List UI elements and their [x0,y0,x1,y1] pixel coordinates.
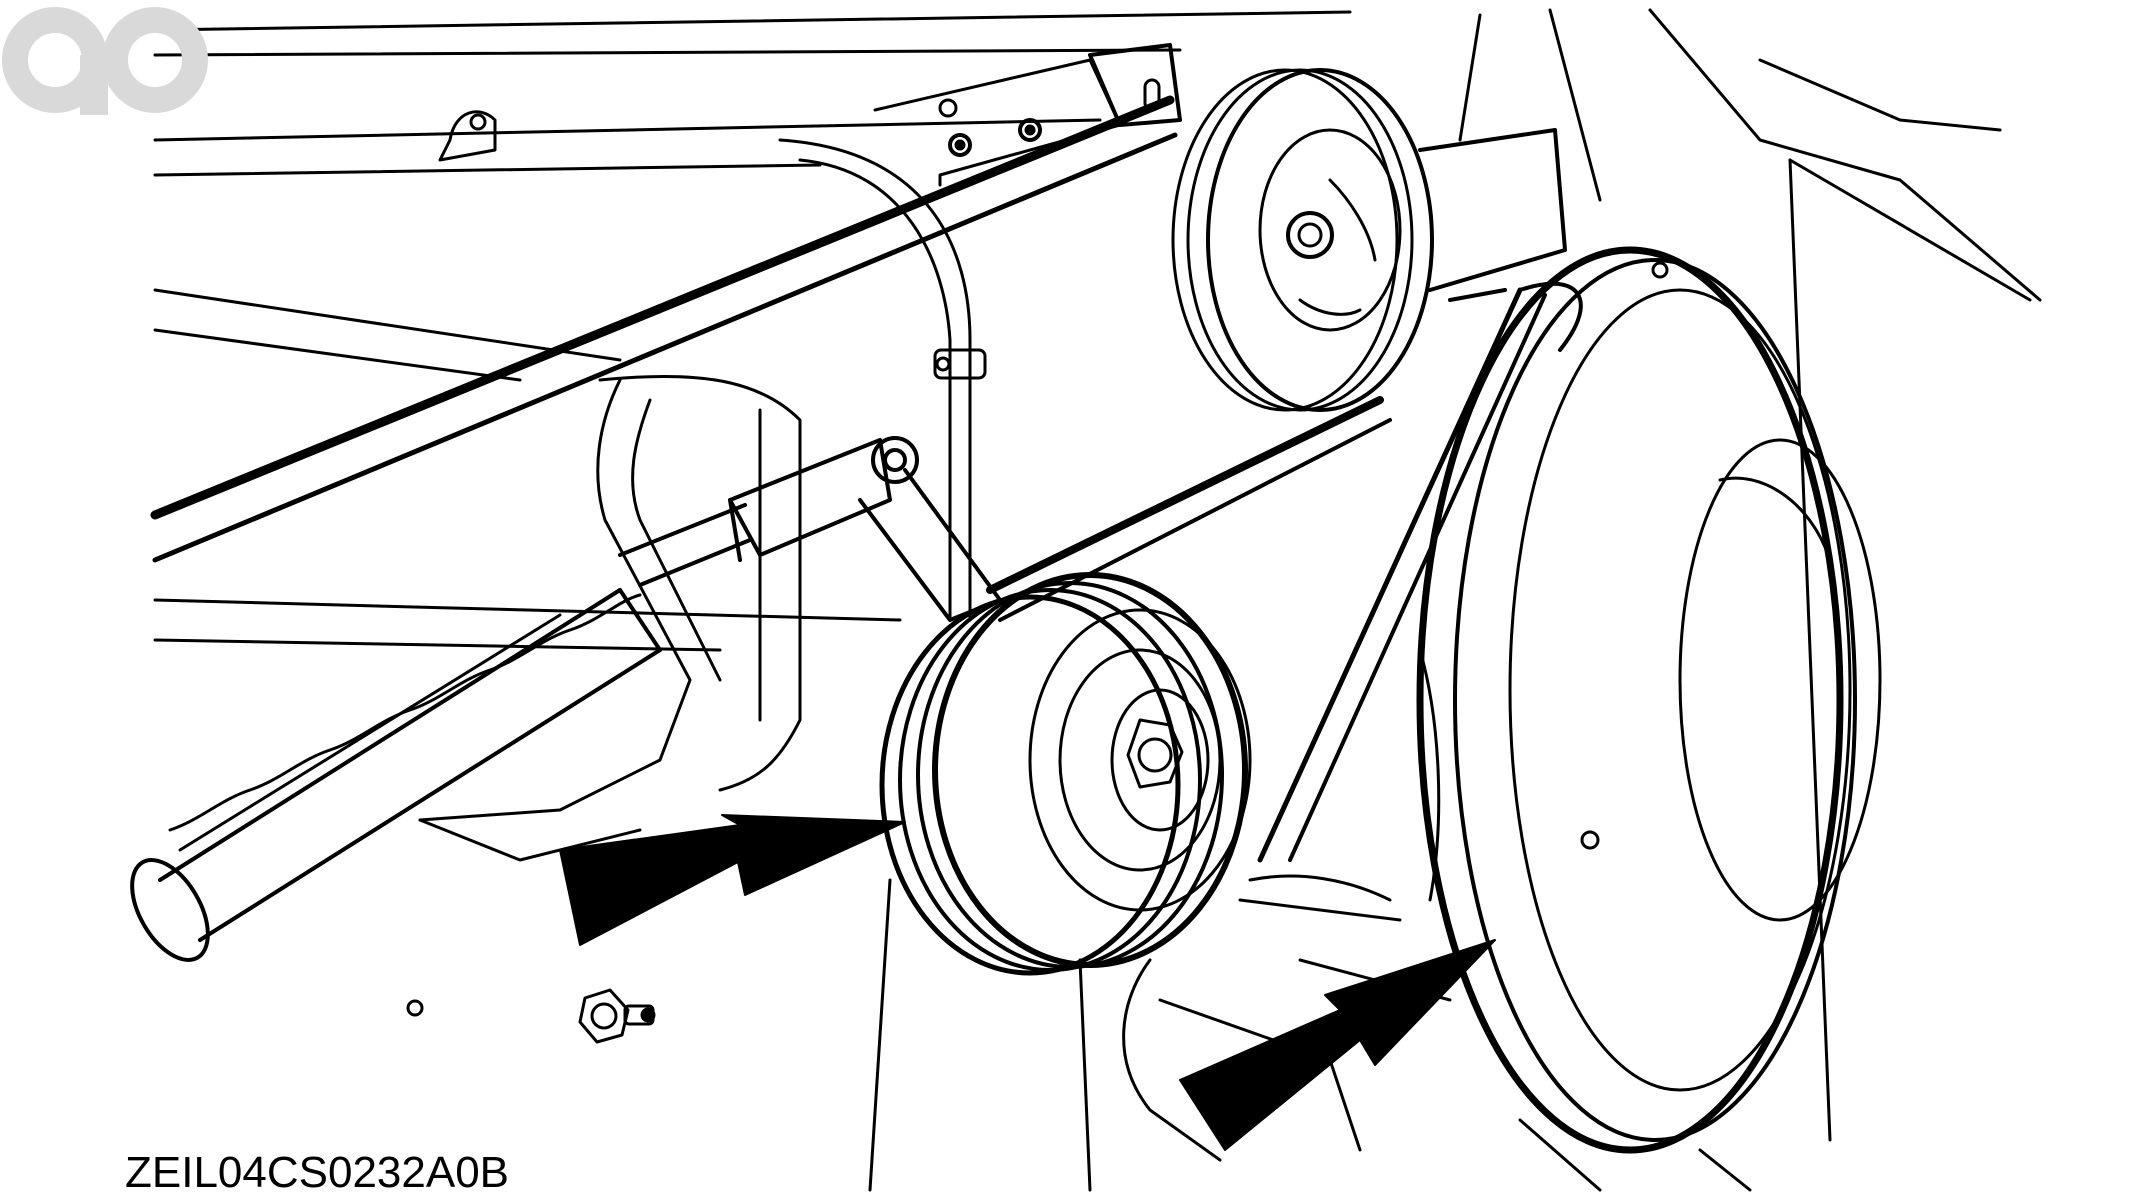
arrow-crankshaft-pulley [1179,939,1496,1151]
lower-tensioner-pulley [879,572,1252,976]
chassis-frame [153,8,2042,1142]
top-bracket [873,58,1122,187]
v-belt [986,281,1583,863]
rail-clip [438,110,497,162]
tensioner-arm [130,436,1002,962]
crankshaft-pulley [1416,246,1882,1154]
arrow-tensioner-pulley [559,814,906,946]
upper-pulley [1171,68,1567,412]
pointer-arrow-icon [559,814,1496,1151]
figure-caption-code: ZEIL04CS0232A0B [125,1148,510,1197]
upper-drive-belt [150,43,1182,563]
loose-bolt [578,988,656,1044]
lower-loop-bracket [418,374,802,862]
watermark-logo-icon [2,7,208,115]
hose-tube [778,138,987,622]
